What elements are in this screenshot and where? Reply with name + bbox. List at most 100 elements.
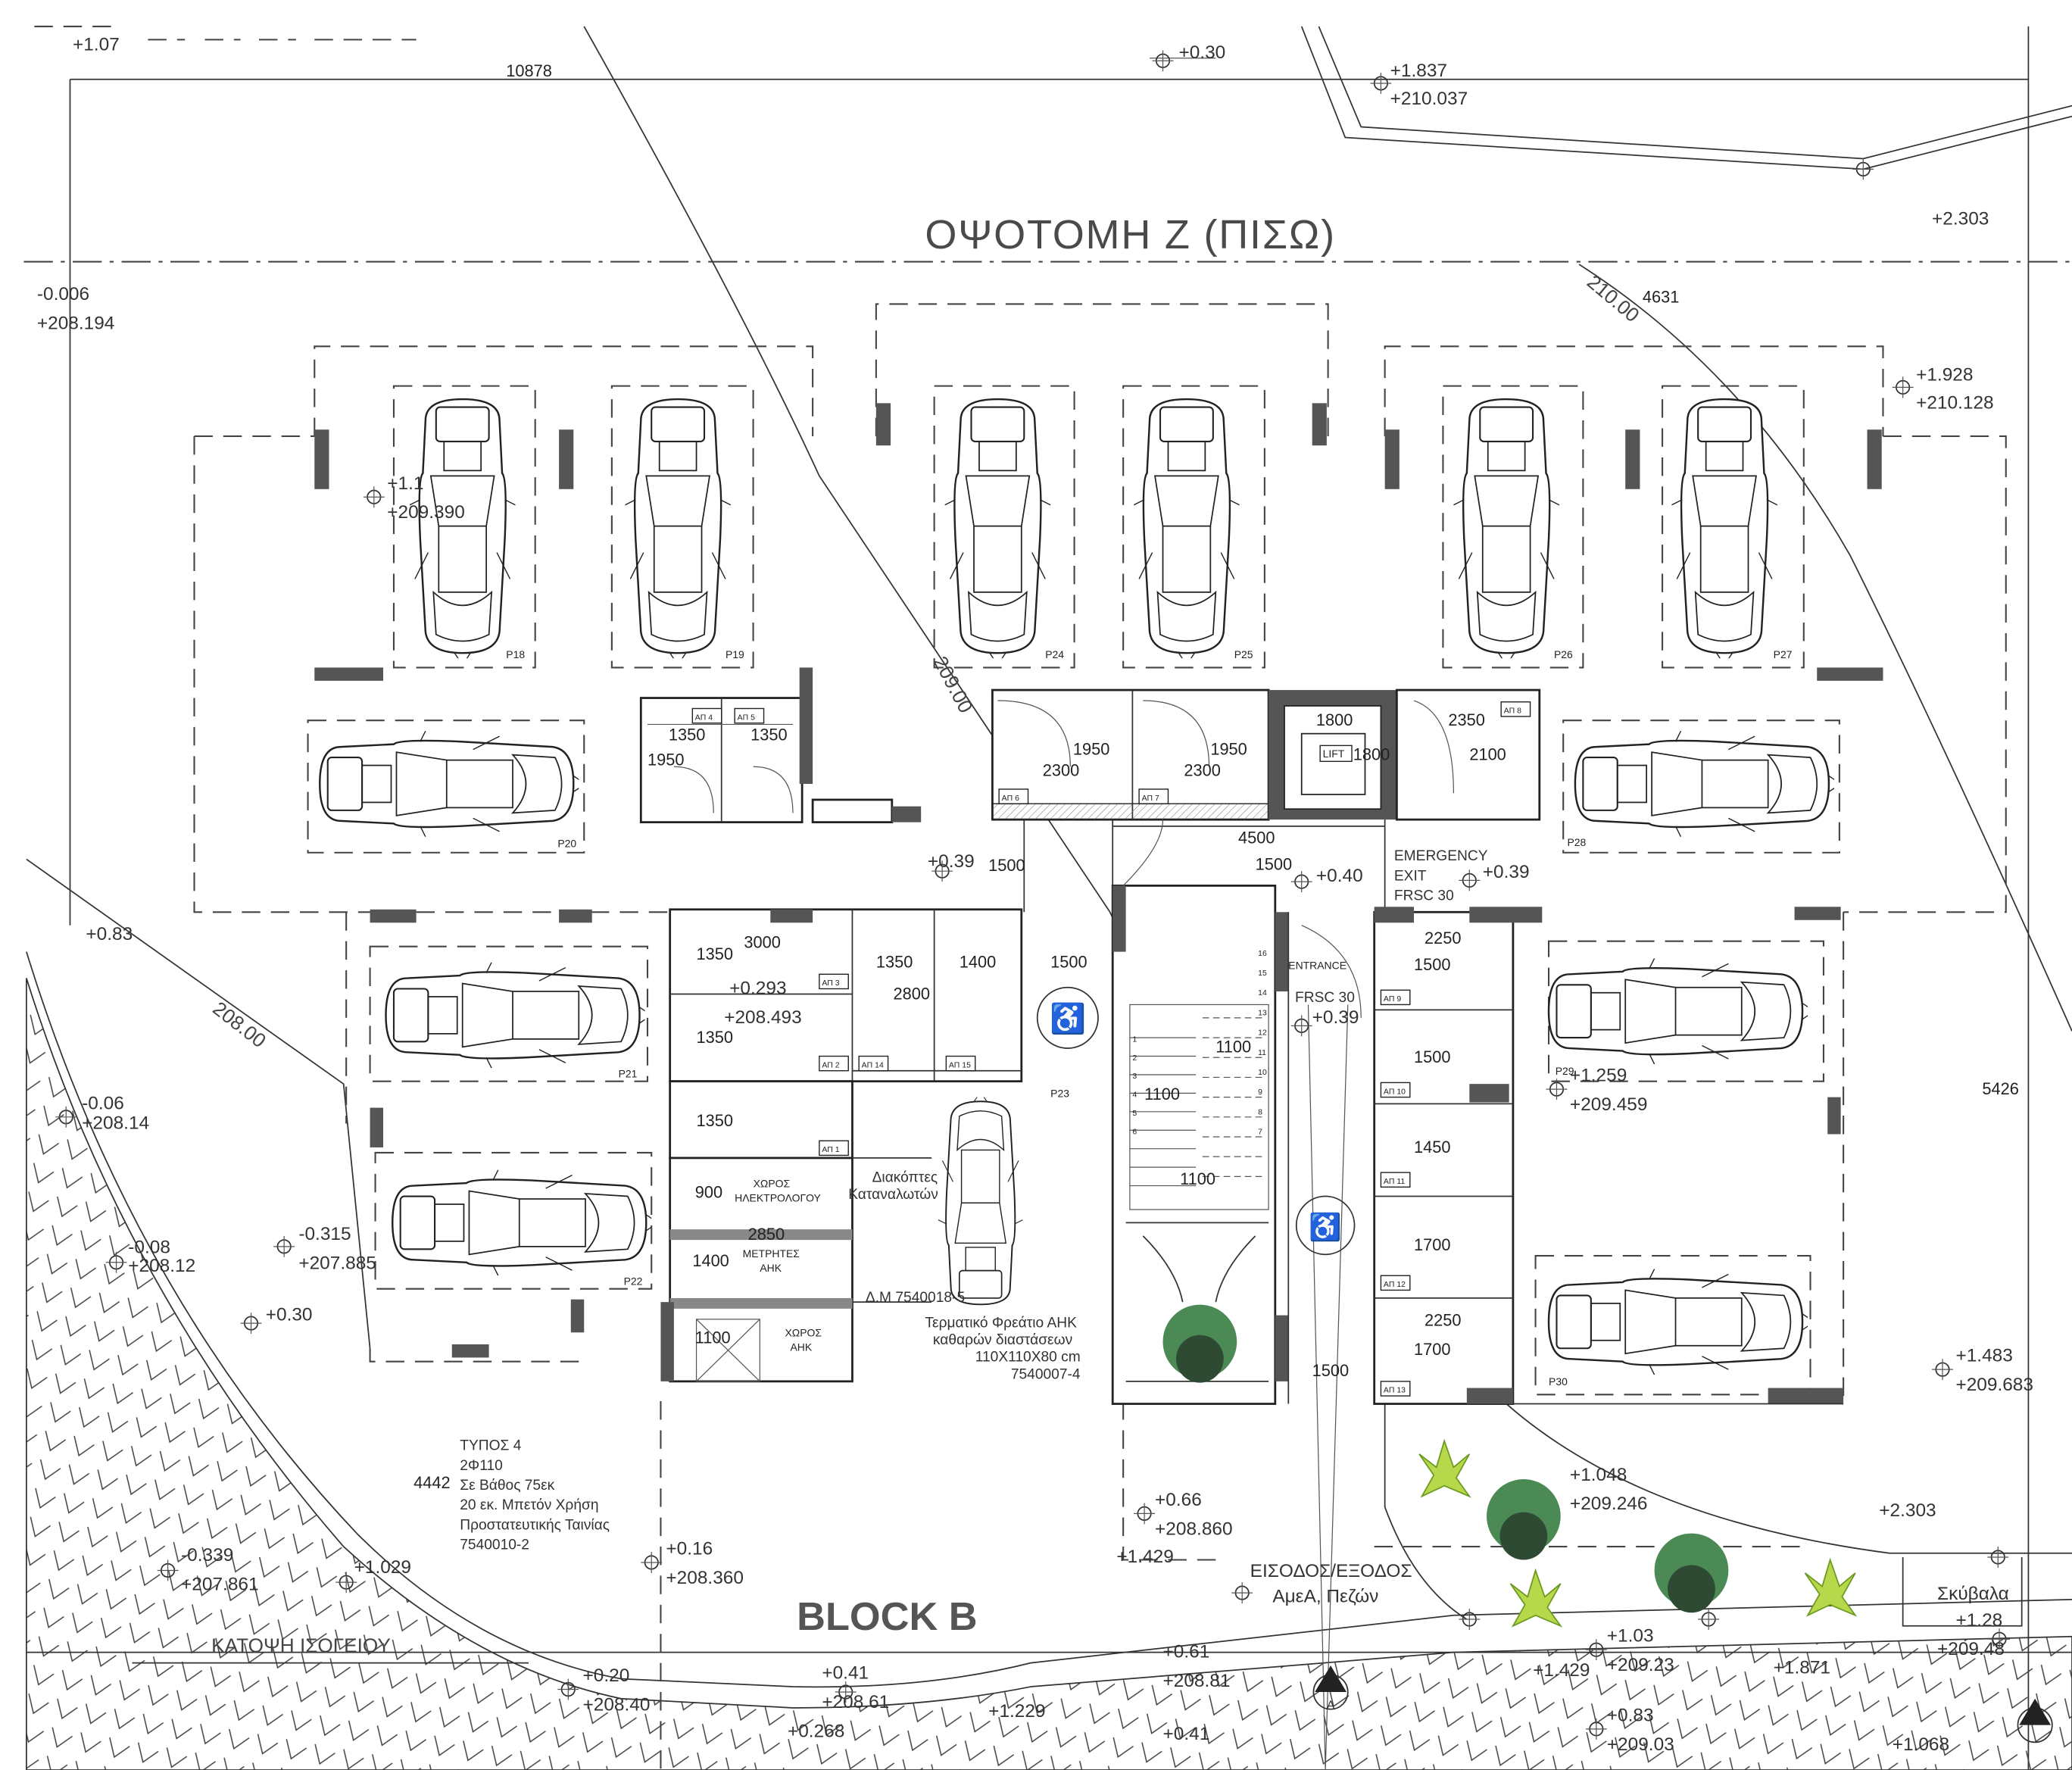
car-icon — [625, 398, 731, 659]
dimension-label: 1400 — [960, 953, 996, 972]
level-marker: +208.860 — [1155, 1519, 1233, 1539]
level-marker: +1.029 — [354, 1557, 411, 1578]
level-marker: +0.66 — [1155, 1490, 1202, 1510]
terminal-note: Τερματικό Φρεάτιο ΑΗΚ — [925, 1315, 1077, 1331]
stair-step-number: 6 — [1132, 1128, 1137, 1136]
dimension-label: 1350 — [669, 725, 705, 744]
level-marker: +210.128 — [1916, 392, 1994, 413]
level-marker: +1.837 — [1390, 61, 1447, 81]
level-marker: +0.20 — [583, 1665, 630, 1686]
dimension-label: 10878 — [506, 61, 552, 80]
stair-step-number: 15 — [1258, 969, 1267, 978]
level-marker: -0.06 — [82, 1093, 124, 1113]
level-marker: +0.293 — [729, 978, 786, 998]
dimension-label: 2250 — [1424, 929, 1461, 947]
dimension-label: 1400 — [692, 1251, 729, 1270]
car-icon — [1671, 398, 1777, 659]
level-marker: +0.39 — [928, 851, 975, 872]
level-marker: +0.16 — [666, 1539, 713, 1559]
storage-unit-label: ΑΠ 1 — [822, 1146, 839, 1154]
dimension-label: 3000 — [744, 932, 780, 951]
storage-unit-label: ΑΠ 10 — [1384, 1088, 1406, 1096]
dimension-label: 1350 — [697, 1111, 733, 1130]
car-icon — [937, 1097, 1024, 1306]
waste-label: Σκύβαλα — [1937, 1584, 2009, 1604]
dimension-label: 4500 — [1238, 829, 1275, 848]
terminal-note: καθαρών διαστάσεων — [933, 1332, 1072, 1348]
dimension-label: 1100 — [1215, 1037, 1251, 1056]
car-icon — [1574, 731, 1834, 837]
level-marker: +209.23 — [1607, 1655, 1674, 1675]
level-marker: +1.229 — [988, 1701, 1045, 1722]
dimension-label: 1800 — [1353, 745, 1390, 764]
contour-label: 210.00 — [1583, 270, 1644, 326]
parking-space-label: P23 — [1050, 1088, 1069, 1100]
site-boundaries — [23, 25, 2072, 1770]
cars — [319, 398, 1834, 1375]
storage-unit-label: ΑΠ 13 — [1384, 1387, 1406, 1395]
level-marker: +208.360 — [666, 1568, 744, 1588]
shrub-icon — [1509, 1568, 1563, 1628]
level-marker: +208.14 — [82, 1113, 149, 1134]
contour-label: 209.00 — [929, 652, 978, 716]
dimension-label: 2300 — [1184, 761, 1220, 780]
dimension-label: 900 — [695, 1182, 722, 1201]
level-marker: +208.40 — [583, 1694, 651, 1715]
stair-step-number: 5 — [1132, 1110, 1137, 1118]
contour-label: 208.00 — [208, 997, 270, 1052]
entrance-label: ENTRANCE — [1288, 959, 1346, 971]
drawing-labels: ΟΨΟΤΟΜΗ Ζ (ΠΙΣΩ) BLOCK B ΚΑΤΟΨΗ ΙΣΟΓΕΙΟΥ… — [211, 212, 2009, 1657]
dimension-label: 1350 — [750, 725, 787, 744]
dimension-label: 1100 — [1180, 1169, 1215, 1188]
dimension-label: 2800 — [894, 984, 930, 1003]
storage-unit-label: ΑΠ 8 — [1504, 707, 1521, 716]
dimension-label: 2250 — [1424, 1311, 1461, 1330]
dimension-label: 5426 — [1982, 1079, 2018, 1098]
elevation-title: ΟΨΟΤΟΜΗ Ζ (ΠΙΣΩ) — [925, 212, 1335, 258]
parking-space-label: P25 — [1234, 648, 1253, 660]
stair-step-number: 3 — [1132, 1072, 1137, 1081]
shrub-icon — [1804, 1557, 1858, 1617]
emergency-exit-fire-rating: FRSC 30 — [1394, 888, 1454, 904]
storage-unit-label: ΑΠ 5 — [738, 713, 755, 722]
level-marker: +209.03 — [1607, 1734, 1674, 1755]
level-marker: +0.39 — [1483, 862, 1530, 882]
parking-space-label: P18 — [506, 648, 525, 660]
stair-step-number: 9 — [1258, 1088, 1262, 1097]
terminal-note: 7540007-4 — [1011, 1366, 1081, 1382]
level-marker: +1.03 — [1607, 1626, 1654, 1647]
level-marker: +208.81 — [1163, 1671, 1231, 1691]
dm-reference: Δ.Μ 7540018-5 — [866, 1290, 965, 1306]
level-marker: -0.339 — [181, 1545, 233, 1566]
level-marker: +207.885 — [298, 1253, 376, 1274]
dimension-label: 1100 — [1144, 1085, 1180, 1104]
stair-step-number: 11 — [1258, 1049, 1266, 1057]
entrance-fire-rating: FRSC 30 — [1295, 990, 1355, 1006]
parking-space-label: P20 — [557, 838, 576, 850]
storage-unit-label: ΑΠ 12 — [1384, 1281, 1406, 1289]
level-marker: +1.871 — [1774, 1658, 1830, 1678]
level-marker: +0.41 — [822, 1663, 869, 1684]
cable-type-note: ΤΥΠΟΣ 4 — [460, 1438, 521, 1454]
stair-step-number: 1 — [1132, 1035, 1137, 1044]
dimension-label: 1500 — [1414, 1047, 1450, 1066]
storage-unit-label: ΑΠ 15 — [949, 1061, 971, 1069]
level-marker: +0.83 — [1607, 1705, 1654, 1725]
cable-type-note: 20 εκ. Μπετόν Χρήση — [460, 1497, 598, 1513]
level-marker: +1.429 — [1116, 1547, 1173, 1567]
meters-label: ΜΕΤΡΗΤΕΣ — [743, 1247, 800, 1260]
level-marker: +0.61 — [1163, 1642, 1210, 1662]
dimension-label: 4631 — [1643, 288, 1679, 307]
section-markers: Α — [1312, 1665, 2053, 1743]
storage-unit-label: ΑΠ 14 — [862, 1061, 884, 1069]
stair-step-number: 14 — [1258, 989, 1267, 997]
storage-unit-label: ΑΠ 9 — [1384, 995, 1401, 1004]
level-marker: +209.390 — [387, 502, 465, 523]
dimension-label: 1100 — [695, 1328, 731, 1347]
access-label: ΕΙΣΟΔΟΣ/ΕΞΟΔΟΣ — [1250, 1561, 1412, 1581]
storage-unit-label: ΑΠ 4 — [695, 713, 713, 722]
level-marker: +2.303 — [1879, 1500, 1936, 1521]
level-marker: +1.429 — [1533, 1660, 1590, 1681]
stair-step-number: 13 — [1258, 1009, 1267, 1017]
